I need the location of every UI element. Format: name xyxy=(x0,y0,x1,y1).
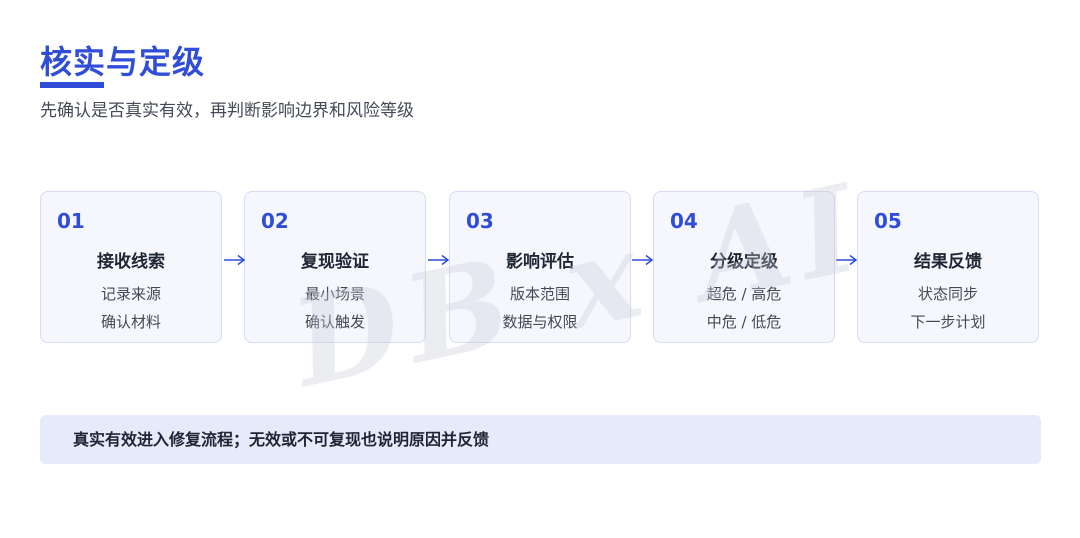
step-detail: 最小场景 xyxy=(304,285,365,303)
step-detail: 确认材料 xyxy=(100,313,161,331)
step-number: 04 xyxy=(670,209,698,233)
step-detail: 中危 / 低危 xyxy=(706,313,782,331)
step-name: 结果反馈 xyxy=(914,252,982,272)
step-name: 影响评估 xyxy=(506,252,574,272)
step-name: 复现验证 xyxy=(301,252,369,272)
step-number: 02 xyxy=(261,209,289,233)
step-name: 接收线索 xyxy=(97,252,165,272)
step-detail: 状态同步 xyxy=(917,285,978,303)
step-card-1: 01 接收线索 记录来源 确认材料 xyxy=(40,191,222,343)
title-underline xyxy=(40,82,104,88)
page-title: 核实与定级 xyxy=(40,43,206,81)
step-detail: 确认触发 xyxy=(304,313,365,331)
step-card-3: 03 影响评估 版本范围 数据与权限 xyxy=(449,191,631,343)
step-name: 分级定级 xyxy=(710,252,778,272)
step-detail: 记录来源 xyxy=(100,285,161,303)
arrow-right-icon xyxy=(632,254,654,266)
page-subtitle: 先确认是否真实有效，再判断影响边界和风险等级 xyxy=(40,101,414,121)
step-detail: 超危 / 高危 xyxy=(706,285,782,303)
process-steps: 01 接收线索 记录来源 确认材料 02 复现验证 最小场景 确认触发 03 影… xyxy=(40,191,1042,345)
step-card-5: 05 结果反馈 状态同步 下一步计划 xyxy=(857,191,1039,343)
step-number: 05 xyxy=(874,209,902,233)
arrow-right-icon xyxy=(224,254,246,266)
step-card-4: 04 分级定级 超危 / 高危 中危 / 低危 xyxy=(653,191,835,343)
summary-banner: 真实有效进入修复流程；无效或不可复现也说明原因并反馈 xyxy=(40,415,1041,464)
arrow-right-icon xyxy=(428,254,450,266)
step-number: 03 xyxy=(466,209,494,233)
step-card-2: 02 复现验证 最小场景 确认触发 xyxy=(244,191,426,343)
step-detail: 数据与权限 xyxy=(502,313,578,331)
arrow-right-icon xyxy=(836,254,858,266)
step-detail: 下一步计划 xyxy=(910,313,986,331)
step-detail: 版本范围 xyxy=(509,285,570,303)
step-number: 01 xyxy=(57,209,85,233)
